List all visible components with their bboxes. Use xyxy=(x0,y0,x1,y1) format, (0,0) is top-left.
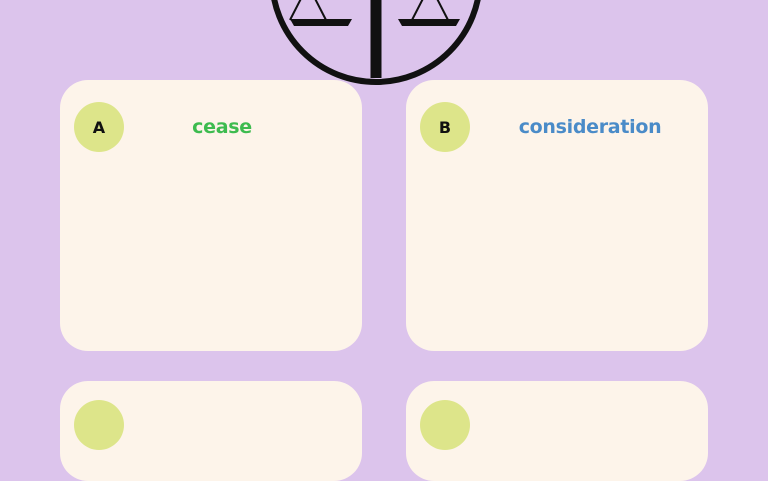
card-a[interactable]: A cease xyxy=(60,80,362,351)
letter-badge-b: B xyxy=(420,102,470,152)
card-word-b: consideration xyxy=(518,116,662,138)
scales-of-justice-icon xyxy=(271,0,481,85)
card-d[interactable] xyxy=(406,381,708,481)
letter-badge-c xyxy=(74,400,124,450)
card-b[interactable]: B consideration xyxy=(406,80,708,351)
letter-badge-d xyxy=(420,400,470,450)
card-word-a: cease xyxy=(192,116,252,138)
card-c[interactable] xyxy=(60,381,362,481)
letter-badge-a: A xyxy=(74,102,124,152)
